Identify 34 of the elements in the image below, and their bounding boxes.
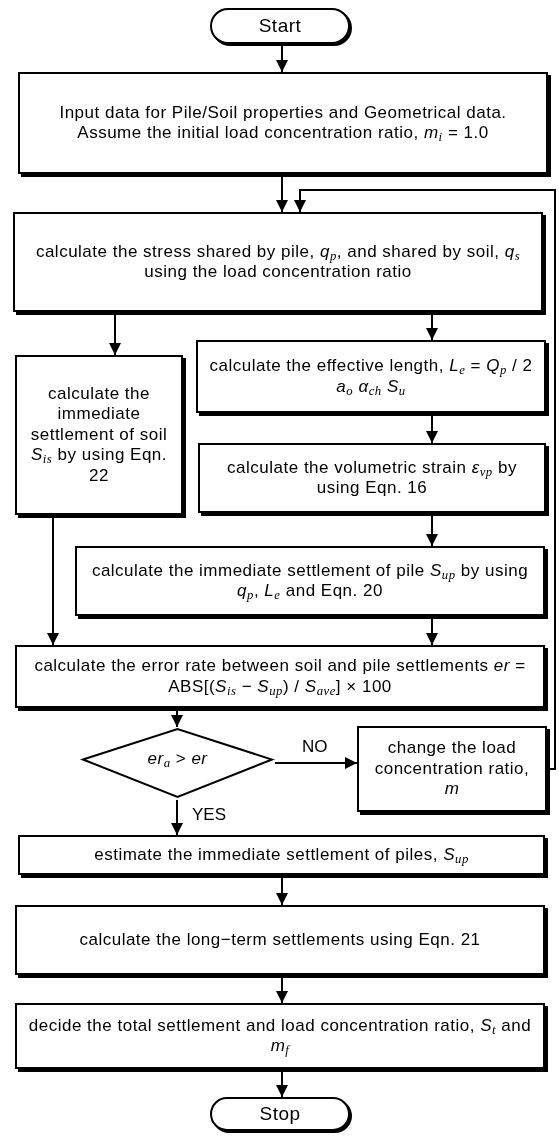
process-box	[18, 72, 548, 174]
arrow	[294, 189, 556, 770]
process-box	[196, 340, 546, 413]
edge-label: NO	[300, 738, 330, 755]
arrow	[274, 757, 358, 769]
arrow	[171, 799, 183, 836]
process-box	[15, 905, 545, 975]
node-text: estimate the immediate settlement of piles, S$_{up}$	[94, 844, 469, 866]
node-text: calculate the error rate between soil and pile settlements er = ABS[(S$_{is}$ − S$_{up}$) / S$_{ave}$] × 100	[33, 656, 527, 697]
process-box	[198, 443, 546, 513]
process-box	[13, 212, 543, 312]
node-text: er$_{a}$ > er	[147, 749, 208, 770]
node-text: change the load concentration ratio, m	[373, 738, 531, 800]
node-text: calculate the effective length, L$_{e}$ = Q$_{p}$ / 2 a$_{o}$ α$_{ch}$ S$_{u}$	[208, 356, 534, 397]
process-box	[18, 835, 545, 875]
node-text: calculate the immediate settlement of pile S$_{up}$ by using q$_{p}$, L$_{e}$ and Eqn. 20	[90, 560, 530, 602]
terminal-shape	[210, 1097, 350, 1131]
node-text: calculate the stress shared by pile, q$_{p}$, and shared by soil, q$_{s}$ using the load concentration ratio	[34, 241, 522, 283]
node-text: Start	[258, 14, 302, 38]
process-box	[15, 645, 545, 708]
node-text: calculate the volumetric strain ε$_{vp}$ by using Eqn. 16	[226, 457, 518, 499]
process-box	[357, 726, 547, 812]
edge-label: YES	[190, 806, 229, 823]
process-box	[75, 546, 545, 616]
node-text: Stop	[259, 1102, 301, 1126]
process-box	[15, 1003, 545, 1069]
arrow	[276, 43, 288, 73]
node-text: calculate the immediate settlement of soil S$_{is}$ by using Eqn. 22	[29, 384, 169, 486]
node-text: calculate the long−term settlements using Eqn. 21	[79, 929, 481, 951]
decision-diamond	[80, 727, 275, 800]
node-text: decide the total settlement and load concentration ratio, S$_{t}$ and m$_{f}$	[27, 1015, 533, 1057]
node-text: Input data for Pile/Soil properties and Geometrical data. Assume the initial load concentration ratio, m$_{i}$ = 1.0	[58, 102, 508, 144]
process-box	[15, 355, 183, 515]
terminal-shape	[210, 8, 350, 44]
